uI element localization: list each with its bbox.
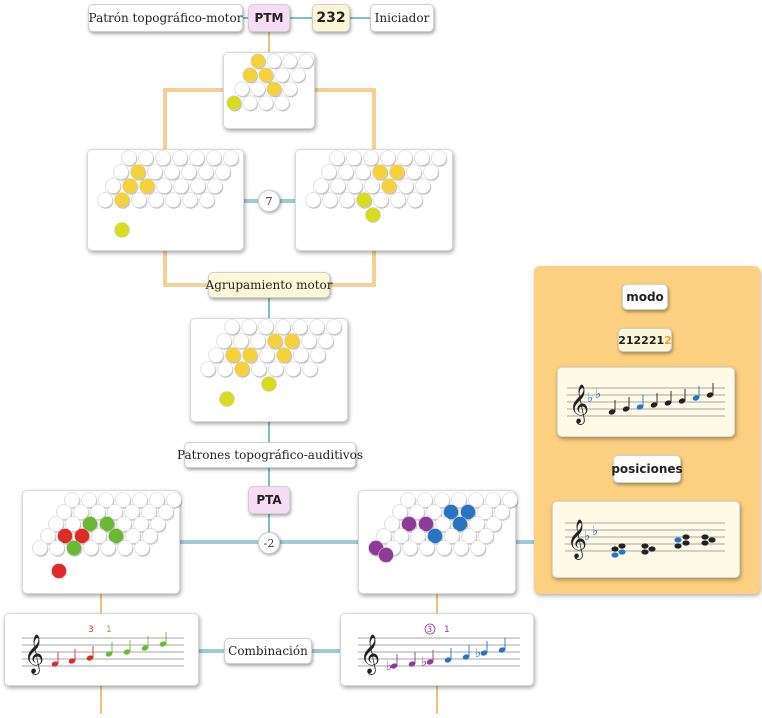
connector-number-circle: 7 — [258, 190, 280, 212]
combined-grid-box — [190, 318, 348, 422]
mode-label: modo — [622, 284, 668, 310]
blue-purple-grid-box — [358, 490, 516, 594]
line-right-merge — [330, 251, 376, 287]
line-right-merge-core — [330, 251, 375, 286]
motor-group-label: Agrupamiento motor — [206, 272, 332, 298]
line-left-merge — [163, 251, 208, 287]
positions-label: posiciones — [611, 455, 683, 483]
combination-label: Combinación — [224, 638, 312, 664]
ptm-label: PTM — [248, 4, 290, 32]
mode-staff-box — [557, 367, 735, 437]
left-grid-box — [87, 149, 244, 251]
line-left-branch — [163, 88, 223, 149]
positions-staff-box — [552, 501, 740, 578]
left-staff-box — [4, 613, 199, 686]
red-green-grid-box — [22, 490, 180, 594]
pta-label: PTA — [248, 486, 290, 514]
line-right-branch — [315, 88, 376, 149]
offset-number-circle: -2 — [258, 532, 280, 554]
line-right-branch-core — [315, 89, 375, 149]
right-grid-box — [295, 149, 453, 251]
line-left-merge-core — [164, 251, 208, 286]
initiator-grid-box — [223, 52, 315, 129]
auditory-patterns-label: Patrones topográfico-auditivos — [177, 442, 363, 468]
right-staff-box — [340, 613, 534, 686]
number-232-label: 232 — [312, 4, 350, 32]
topographic-motor-label: Patrón topográfico-motor — [88, 4, 243, 32]
line-left-branch-core — [164, 89, 223, 149]
initiator-label: Iniciador — [370, 4, 434, 32]
